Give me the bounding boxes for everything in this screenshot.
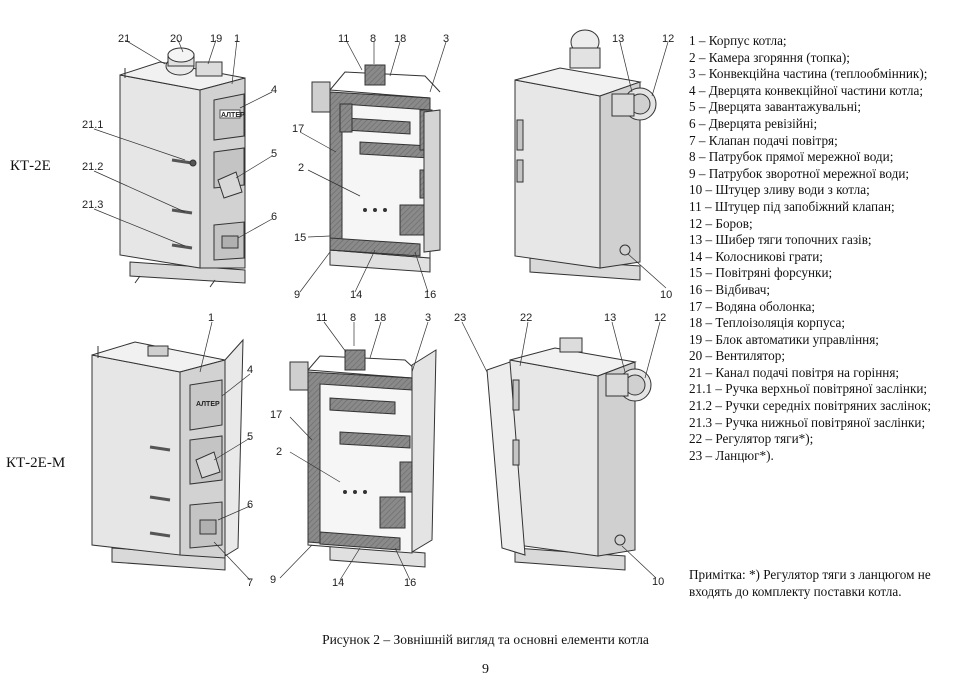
callout: 1 xyxy=(234,33,240,45)
legend-item: 3 – Конвекційна частина (теплообмінник); xyxy=(689,66,928,82)
callout: 12 xyxy=(662,33,674,45)
legend-item: 21.1 – Ручка верхньої повітряної заслінк… xyxy=(689,381,928,397)
callout: 20 xyxy=(170,33,182,45)
footnote: Примітка: *) Регулятор тяги з ланцюгом н… xyxy=(689,567,931,599)
legend-item: 2 – Камера згоряння (топка); xyxy=(689,49,850,65)
callout: 3 xyxy=(425,312,431,324)
callout: 18 xyxy=(394,33,406,45)
legend-item: 8 – Патрубок прямої мережної води; xyxy=(689,149,894,165)
callout: 4 xyxy=(271,84,277,96)
legend-item: 19 – Блок автоматики управління; xyxy=(689,331,879,347)
legend-item: 17 – Водяна оболонка; xyxy=(689,298,816,314)
callout: 6 xyxy=(271,211,277,223)
callout: 6 xyxy=(247,499,253,511)
legend-item: 10 – Штуцер зливу води з котла; xyxy=(689,182,870,198)
legend-item: 20 – Вентилятор; xyxy=(689,348,785,364)
view-kt2em-front xyxy=(91,321,251,581)
legend-item: 18 – Теплоізоляція корпуса; xyxy=(689,315,846,331)
callout: 16 xyxy=(404,577,416,589)
legend-item: 4 – Дверцята конвекційної частини котла; xyxy=(689,82,924,98)
callout: 18 xyxy=(374,312,386,324)
callout: 11 xyxy=(316,312,327,324)
callout: 14 xyxy=(332,577,344,589)
callout: 21.3 xyxy=(82,199,103,211)
callouts-view3: 13 12 10 xyxy=(612,33,674,301)
legend-item: 21.2 – Ручки середніх повітряних засліно… xyxy=(689,398,932,414)
brand-plate: АЛТЕР xyxy=(221,112,245,119)
callout: 9 xyxy=(270,574,276,586)
view-kt2em-rear xyxy=(461,321,661,579)
callout: 3 xyxy=(443,33,449,45)
callout: 16 xyxy=(424,289,436,301)
callouts-view4: 1 4 5 6 7 АЛТЕР xyxy=(196,312,253,589)
callout: 17 xyxy=(292,123,304,135)
legend-list: 1 – Корпус котла;2 – Камера згоряння (то… xyxy=(689,33,965,464)
callout: 21.2 xyxy=(82,161,103,173)
legend-item: 13 – Шибер тяги топочних газів; xyxy=(689,232,872,248)
callout: 5 xyxy=(247,431,253,443)
legend-item: 6 – Дверцята ревізійні; xyxy=(689,115,818,131)
callout: 15 xyxy=(294,232,306,244)
callout: 2 xyxy=(276,446,282,458)
callout: 21 xyxy=(118,33,130,45)
callout: 12 xyxy=(654,312,666,324)
legend-item: 15 – Повітряні форсунки; xyxy=(689,265,833,281)
callout: 4 xyxy=(247,364,253,376)
model-label-kt2e: КТ-2Е xyxy=(10,158,51,174)
callout: 19 xyxy=(210,33,222,45)
view-kt2e-rear xyxy=(514,29,669,289)
callout: 8 xyxy=(370,33,376,45)
callout: 17 xyxy=(270,409,282,421)
view-kt2e-front xyxy=(93,39,273,288)
legend-item: 22 – Регулятор тяги*); xyxy=(689,431,814,447)
model-label-kt2em: КТ-2Е-М xyxy=(6,455,66,471)
legend-item: 5 – Дверцята завантажувальні; xyxy=(689,99,862,115)
legend-item: 11 – Штуцер під запобіжний клапан; xyxy=(689,198,895,214)
callout: 10 xyxy=(660,289,672,301)
callout: 7 xyxy=(247,577,253,589)
callouts-view1: 21 20 19 1 4 21.1 5 21.2 21.3 6 АЛТЕР xyxy=(82,33,277,223)
callout: 11 xyxy=(338,33,349,45)
legend-item: 23 – Ланцюг*). xyxy=(689,447,774,463)
view-kt2em-section xyxy=(279,321,437,581)
callout: 5 xyxy=(271,148,277,160)
callout: 21.1 xyxy=(82,119,103,131)
callouts-view6: 23 22 13 12 10 xyxy=(454,312,666,588)
callout: 1 xyxy=(208,312,214,324)
callout: 10 xyxy=(652,576,664,588)
figure-caption: Рисунок 2 – Зовнішній вигляд та основні … xyxy=(322,632,649,647)
callout: 14 xyxy=(350,289,362,301)
page-number: 9 xyxy=(482,662,489,677)
callouts-view2: 11 8 18 3 17 2 15 9 14 16 xyxy=(292,33,449,301)
callout: 13 xyxy=(612,33,624,45)
view-kt2e-section xyxy=(299,41,447,293)
callout: 23 xyxy=(454,312,466,324)
legend-item: 1 – Корпус котла; xyxy=(689,33,787,48)
legend-item: 21.3 – Ручка нижньої повітряної заслінки… xyxy=(689,414,926,430)
legend-item: 9 – Патрубок зворотної мережної води; xyxy=(689,165,910,181)
callout: 13 xyxy=(604,312,616,324)
legend-item: 21 – Канал подачі повітря на горіння; xyxy=(689,364,900,380)
callout: 22 xyxy=(520,312,532,324)
legend-item: 7 – Клапан подачі повітря; xyxy=(689,132,838,148)
callout: 8 xyxy=(350,312,356,324)
legend-item: 14 – Колосникові грати; xyxy=(689,248,823,264)
legend-item: 16 – Відбивач; xyxy=(689,281,770,297)
legend-item: 12 – Боров; xyxy=(689,215,753,231)
callout: 9 xyxy=(294,289,300,301)
callout: 2 xyxy=(298,162,304,174)
callouts-view5: 11 8 18 3 17 2 9 14 16 xyxy=(270,312,431,589)
brand-plate: АЛТЕР xyxy=(196,401,220,408)
